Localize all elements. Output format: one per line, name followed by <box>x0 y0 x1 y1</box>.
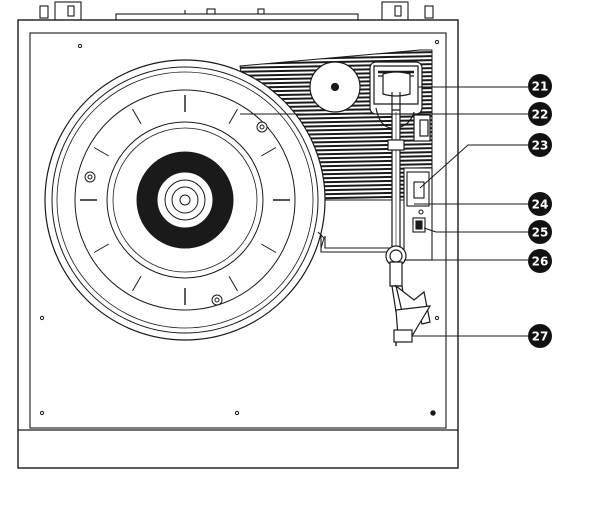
platter-marks <box>80 95 290 305</box>
platter-tick <box>228 275 238 292</box>
screw <box>234 410 240 416</box>
speed-switch[interactable] <box>413 181 425 199</box>
spindle <box>179 194 191 206</box>
platter-tick <box>93 243 110 253</box>
platter-assembly <box>44 59 326 341</box>
callout-25: 25 <box>528 220 552 244</box>
callout-number-27: 27 <box>532 330 549 344</box>
cartridge <box>393 329 413 343</box>
screw <box>77 43 83 49</box>
callout-number-26: 26 <box>532 255 549 269</box>
leader-23 <box>419 144 528 189</box>
callout-27: 27 <box>528 324 552 348</box>
cue-lever[interactable] <box>415 220 423 230</box>
platter-tick <box>93 147 110 157</box>
screw <box>434 315 440 321</box>
callout-number-22: 22 <box>532 108 549 122</box>
callout-number-21: 21 <box>532 80 549 94</box>
platter-tick <box>132 275 142 292</box>
callout-number-24: 24 <box>532 198 549 212</box>
callout-26: 26 <box>528 249 552 273</box>
screw <box>434 39 440 45</box>
control-panel <box>403 167 433 261</box>
screw <box>39 410 45 416</box>
indicator-dot <box>418 209 424 215</box>
callout-number-25: 25 <box>532 226 549 240</box>
tonearm-rail <box>320 234 392 253</box>
tonearm[interactable] <box>385 109 432 346</box>
arm-lower-tube <box>389 261 403 287</box>
callout-24: 24 <box>528 192 552 216</box>
leader-25 <box>423 227 528 233</box>
callout-21: 21 <box>528 74 552 98</box>
callouts: 21 22 23 24 25 26 27 <box>528 74 552 348</box>
callout-number-23: 23 <box>532 139 549 153</box>
arm-clip <box>387 139 405 151</box>
counterweight <box>382 71 411 97</box>
platter-tick <box>228 108 238 125</box>
screw <box>430 410 436 416</box>
screw <box>39 315 45 321</box>
callout-23: 23 <box>528 133 552 157</box>
platter-tick <box>132 108 142 125</box>
callout-22: 22 <box>528 102 552 126</box>
platter-tick <box>260 147 277 157</box>
platter-tick <box>260 243 277 253</box>
callout-leaders <box>240 86 528 337</box>
